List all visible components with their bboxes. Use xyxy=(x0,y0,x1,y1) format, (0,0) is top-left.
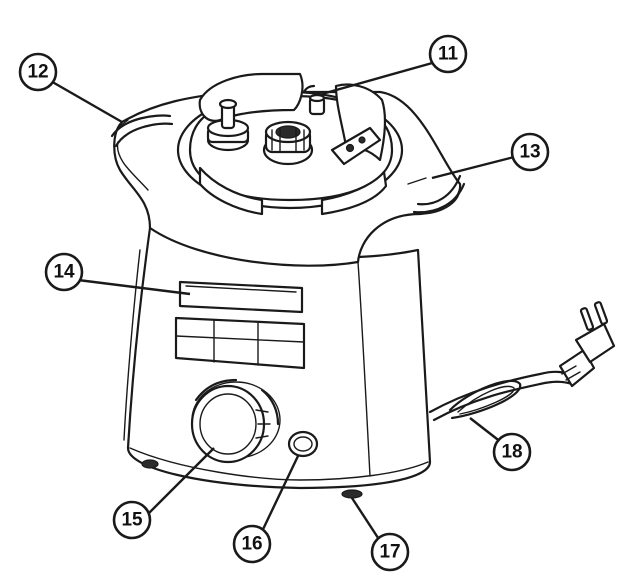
svg-text:17: 17 xyxy=(379,542,400,563)
callout-15: 15 xyxy=(112,500,152,540)
left-handle-slot xyxy=(110,114,174,148)
power-button xyxy=(287,430,319,458)
svg-text:16: 16 xyxy=(241,534,262,555)
right-lock-plate xyxy=(330,126,382,166)
callout-13: 13 xyxy=(510,132,550,172)
power-cord xyxy=(428,370,574,422)
callout-12: 12 xyxy=(18,52,58,92)
svg-text:12: 12 xyxy=(27,62,48,83)
callout-11: 11 xyxy=(428,34,468,74)
svg-text:13: 13 xyxy=(519,142,540,163)
display-panel xyxy=(174,280,306,370)
drive-coupling xyxy=(262,120,314,166)
svg-text:11: 11 xyxy=(438,44,459,65)
safety-pin xyxy=(302,84,326,116)
power-plug xyxy=(558,301,616,388)
control-knob xyxy=(190,378,281,464)
svg-text:15: 15 xyxy=(121,510,143,531)
svg-text:14: 14 xyxy=(53,262,75,283)
callout-16: 16 xyxy=(232,524,272,564)
callout-17: 17 xyxy=(370,532,410,572)
callout-14: 14 xyxy=(44,252,84,292)
right-handle-slot xyxy=(407,174,466,214)
callout-18: 18 xyxy=(492,432,532,472)
left-spindle xyxy=(206,98,250,152)
svg-text:18: 18 xyxy=(501,442,522,463)
